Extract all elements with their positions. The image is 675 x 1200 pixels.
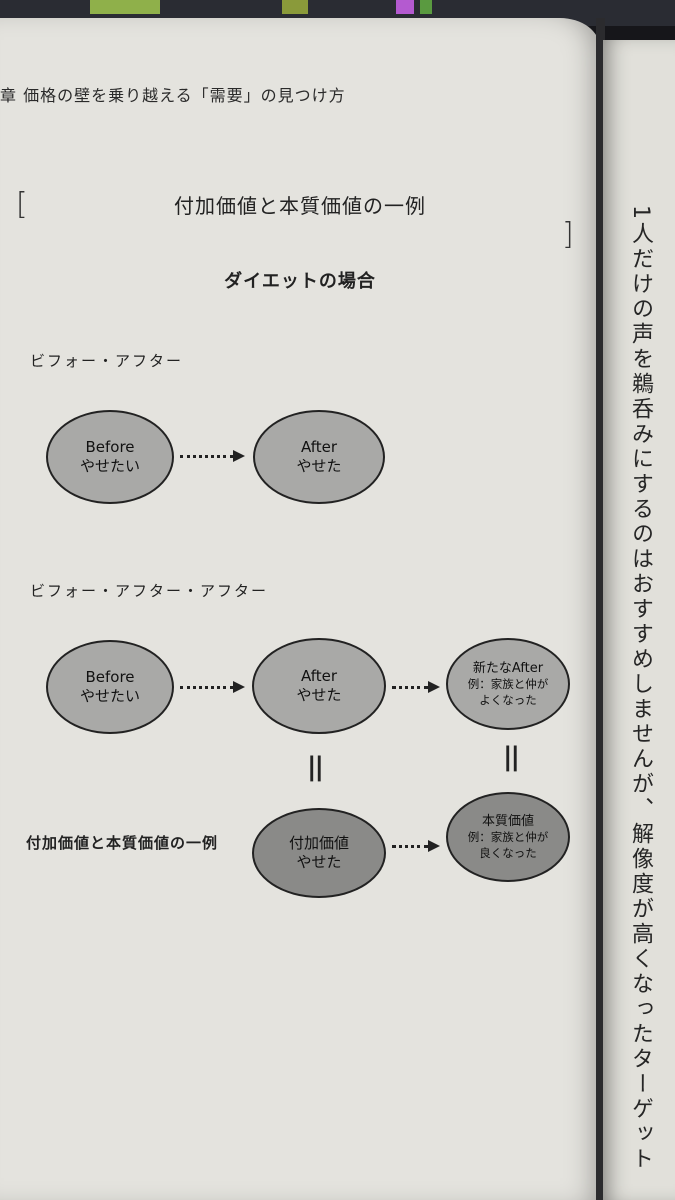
section-label-before-after-after: ビフォー・アフター・アフター [30,582,269,600]
essential-value-line2: 例：家族と仲が [467,830,549,845]
sticky-tab-purple [396,0,414,14]
before-ellipse-2: Before やせたい [46,640,174,734]
after-ellipse-2: After やせた [252,638,386,734]
before-title: Before [85,437,135,456]
arrow-added-to-essential [392,840,440,852]
essential-value-ellipse: 本質価値 例：家族と仲が 良くなった [446,792,570,882]
essential-value-line3: 良くなった [479,845,537,860]
before-text: やせたい [79,457,140,475]
after-text-2: やせた [296,686,342,704]
figure-title: 付加価値と本質価値の一例 [174,194,426,218]
section-label-before-after: ビフォー・アフター [30,352,184,370]
equals-sign-right: || [503,742,520,772]
after-text: やせた [296,457,342,475]
sticky-tab-olive [282,0,308,14]
book-gutter [596,18,605,1200]
arrow-before-to-after [180,450,245,462]
new-after-line2: 例：家族と仲が [467,677,549,692]
section-label-value-example: 付加価値と本質価値の一例 [26,834,219,852]
right-book-page [603,40,675,1200]
after-title: After [300,437,338,456]
right-page-vertical-text: 1人だけの声を鵜呑みにするのはおすすめしませんが、解像度が高くなったターゲット [628,205,653,1172]
new-after-line3: よくなった [479,692,537,707]
sticky-tab-green [90,0,160,14]
new-after-ellipse: 新たなAfter 例：家族と仲が よくなった [446,638,570,730]
equals-sign-left: || [307,752,324,782]
figure-subtitle: ダイエットの場合 [224,271,376,292]
new-after-title: 新たなAfter [472,660,544,676]
running-header: 章 価格の壁を乗り越える「需要」の見つけ方 [0,86,346,105]
essential-value-title: 本質価値 [481,813,534,829]
after-ellipse: After やせた [253,410,385,504]
before-ellipse: Before やせたい [46,410,174,504]
bracket-right: ] [562,217,574,252]
added-value-ellipse: 付加価値 やせた [252,808,386,898]
added-value-text: やせた [296,853,342,871]
after-title-2: After [300,666,338,685]
before-text-2: やせたい [79,687,140,705]
before-title-2: Before [85,667,135,686]
left-book-page [0,18,600,1200]
added-value-title: 付加価値 [288,833,349,852]
arrow-after-to-new-after [392,681,440,693]
bracket-left: [ [16,187,28,222]
sticky-tab-green-2 [420,0,432,14]
arrow-before-to-after-2 [180,681,245,693]
